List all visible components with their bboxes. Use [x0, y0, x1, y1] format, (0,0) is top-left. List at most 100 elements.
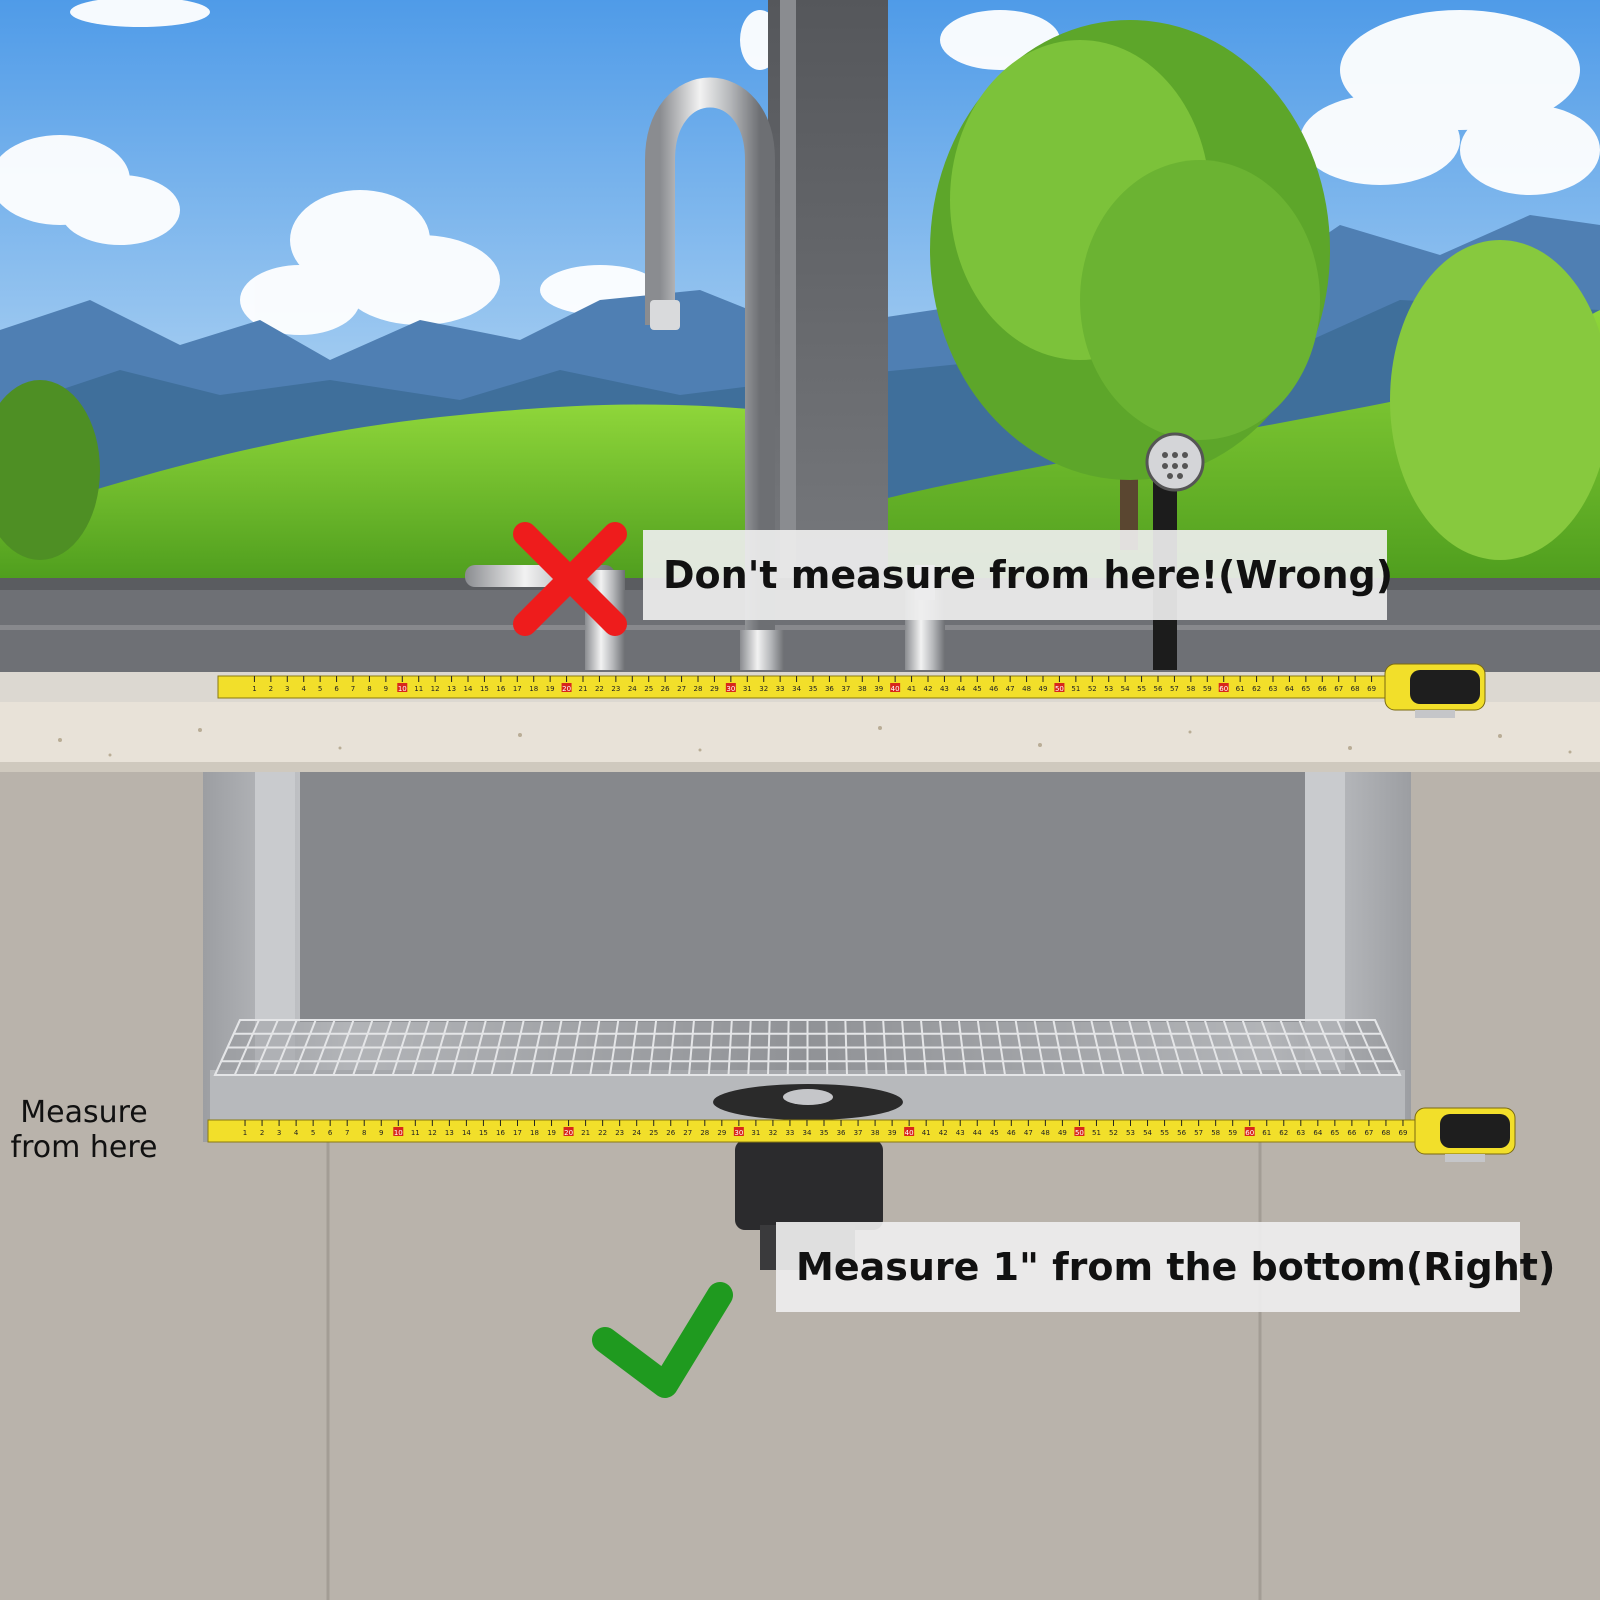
right-callout-text: Measure 1" from the bottom(Right) [796, 1245, 1556, 1289]
tape-number: 61 [1262, 1129, 1271, 1137]
tape-number: 66 [1318, 685, 1327, 693]
tape-number: 7 [345, 1129, 349, 1137]
tape-number: 15 [480, 685, 489, 693]
tape-number: 41 [907, 685, 916, 693]
tape-number: 46 [989, 685, 998, 693]
tape-number: 27 [683, 1129, 692, 1137]
tape-number: 46 [1007, 1129, 1016, 1137]
tape-number: 9 [384, 685, 388, 693]
tape-number: 53 [1104, 685, 1113, 693]
tape-number: 1 [252, 685, 256, 693]
side-label-line2: from here [10, 1130, 158, 1165]
tape-number: 47 [1024, 1129, 1033, 1137]
tape-blade [207, 1119, 1421, 1143]
tape-number: 15 [479, 1129, 488, 1137]
tape-number: 13 [445, 1129, 454, 1137]
tape-number: 38 [858, 685, 867, 693]
tape-number: 57 [1194, 1129, 1203, 1137]
drain [713, 1084, 903, 1270]
tape-number: 6 [334, 685, 339, 693]
tape-number: 7 [351, 685, 355, 693]
tape-number: 25 [644, 685, 653, 693]
tape-number: 61 [1236, 685, 1245, 693]
tape-number: 60 [1219, 685, 1228, 693]
tape-number: 67 [1334, 685, 1343, 693]
tape-number: 64 [1313, 1129, 1322, 1137]
tape-blade [217, 675, 1389, 699]
tape-highlight [904, 1127, 915, 1136]
tape-number: 48 [1041, 1129, 1050, 1137]
tape-number: 26 [666, 1129, 675, 1137]
tape-highlight [393, 1127, 404, 1136]
tape-number: 29 [710, 685, 719, 693]
tape-number: 65 [1301, 685, 1310, 693]
tape-number: 39 [874, 685, 883, 693]
tape-number: 25 [649, 1129, 658, 1137]
tape-case-grip [1410, 670, 1480, 704]
tape-number: 41 [922, 1129, 931, 1137]
tape-number: 54 [1143, 1129, 1152, 1137]
tape-number: 9 [379, 1129, 383, 1137]
tape-number: 31 [743, 685, 752, 693]
tape-number: 69 [1367, 685, 1376, 693]
tape-number: 34 [792, 685, 801, 693]
tape-number: 37 [854, 1129, 863, 1137]
tape-highlight [1244, 1127, 1255, 1136]
tape-number: 22 [595, 685, 604, 693]
tape-number: 8 [367, 685, 371, 693]
tape-number: 20 [562, 685, 571, 693]
tape-number: 44 [973, 1129, 982, 1137]
tape-number: 2 [269, 685, 273, 693]
check-mark-icon [592, 1282, 733, 1398]
tape-highlight [1074, 1127, 1085, 1136]
tape-number: 30 [734, 1129, 743, 1137]
tape-number: 36 [825, 685, 834, 693]
tape-number: 57 [1170, 685, 1179, 693]
tape-number: 68 [1381, 1129, 1390, 1137]
tape-number: 66 [1347, 1129, 1356, 1137]
side-label-line1: Measure [20, 1095, 148, 1130]
tape-number: 19 [546, 685, 555, 693]
wrong-measurement-callout: Don't measure from here!(Wrong) [643, 530, 1393, 620]
tape-number: 52 [1109, 1129, 1118, 1137]
tape-number: 28 [694, 685, 703, 693]
tape-number: 5 [311, 1129, 315, 1137]
tape-highlight [397, 683, 408, 692]
wrong-callout-text: Don't measure from here!(Wrong) [663, 553, 1394, 597]
tape-number: 14 [462, 1129, 471, 1137]
tape-number: 49 [1058, 1129, 1067, 1137]
tape-number: 55 [1160, 1129, 1169, 1137]
tape-clip [1415, 710, 1455, 718]
measure-from-here-label: Measure from here [4, 1095, 164, 1165]
tape-number: 20 [564, 1129, 573, 1137]
tape-number: 29 [717, 1129, 726, 1137]
tape-number: 51 [1071, 685, 1080, 693]
tape-number: 17 [513, 1129, 522, 1137]
tape-clip [1445, 1154, 1485, 1162]
tape-number: 6 [328, 1129, 333, 1137]
tape-number: 44 [956, 685, 965, 693]
tape-number: 36 [837, 1129, 846, 1137]
tape-number: 63 [1296, 1129, 1305, 1137]
tape-number: 58 [1186, 685, 1195, 693]
tape-number: 64 [1285, 685, 1294, 693]
tape-number: 16 [496, 685, 505, 693]
tape-number: 10 [398, 685, 407, 693]
tape-number: 10 [394, 1129, 403, 1137]
tape-number: 2 [260, 1129, 264, 1137]
tape-number: 34 [803, 1129, 812, 1137]
tape-number: 22 [598, 1129, 607, 1137]
tape-number: 62 [1252, 685, 1261, 693]
tape-number: 49 [1039, 685, 1048, 693]
tape-number: 21 [581, 1129, 590, 1137]
tape-number: 43 [940, 685, 949, 693]
tape-number: 8 [362, 1129, 366, 1137]
tape-number: 11 [411, 1129, 420, 1137]
tape-number: 23 [615, 1129, 624, 1137]
tape-number: 18 [529, 685, 538, 693]
tape-number: 40 [905, 1129, 914, 1137]
tape-highlight [725, 683, 736, 692]
tape-number: 59 [1228, 1129, 1237, 1137]
